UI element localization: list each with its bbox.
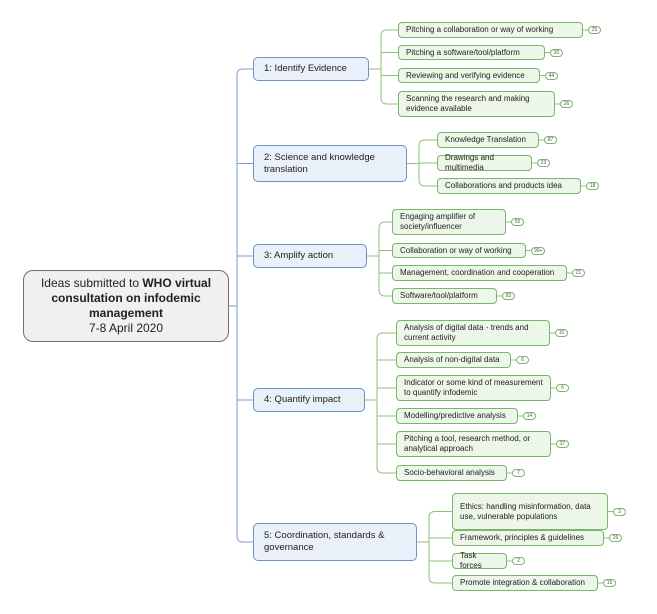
branch-topic-5[interactable]: 5: Coordination, standards & governance bbox=[253, 523, 417, 561]
leaf-topic-5-3[interactable]: Task forces bbox=[452, 551, 507, 570]
leaf-topic-4-4[interactable]: Modelling/predictive analysis bbox=[396, 408, 518, 424]
leaf-topic-1-4[interactable]: Scanning the research and making evidenc… bbox=[398, 91, 555, 117]
leaf-connector bbox=[378, 221, 392, 229]
leaf-topic-4-6[interactable]: Socio-behavioral analysis bbox=[396, 465, 507, 481]
leaf-connector bbox=[418, 139, 437, 147]
branch-connector bbox=[236, 68, 253, 76]
count-badge: 87 bbox=[544, 136, 557, 144]
leaf-topic-5-4[interactable]: Promote integration & collaboration bbox=[452, 575, 598, 591]
leaf-connector bbox=[376, 466, 396, 474]
count-badge: 14 bbox=[523, 412, 536, 420]
leaf-label: Management, coordination and cooperation bbox=[400, 268, 555, 277]
leaf-topic-2-2[interactable]: Drawings and multimedia bbox=[437, 153, 532, 172]
leaf-topic-4-1[interactable]: Analysis of digital data - trends and cu… bbox=[396, 320, 550, 346]
leaf-topic-3-3[interactable]: Management, coordination and cooperation bbox=[392, 265, 567, 281]
leaf-topic-3-2[interactable]: Collaboration or way of working bbox=[392, 243, 526, 258]
count-badge: 10 bbox=[555, 329, 568, 337]
root-date: 7-8 April 2020 bbox=[88, 321, 164, 335]
branch-label: 2: Science and knowledge translation bbox=[264, 151, 375, 175]
root-title-line1: Ideas submitted to bbox=[40, 276, 143, 290]
count-badge: 26 bbox=[560, 100, 573, 108]
leaf-label: Ethics: handling misinformation, data us… bbox=[460, 501, 591, 521]
leaf-label: Scanning the research and making evidenc… bbox=[406, 94, 530, 113]
leaf-label: Pitching a software/tool/platform bbox=[406, 47, 520, 57]
count-badge: 25 bbox=[588, 26, 601, 34]
branch-label: 1: Identify Evidence bbox=[264, 63, 347, 74]
leaf-connector bbox=[428, 511, 452, 518]
leaf-connector bbox=[376, 332, 396, 340]
branch-topic-4[interactable]: 4: Quantify impact bbox=[253, 388, 365, 412]
count-badge: 7 bbox=[512, 469, 525, 477]
root-title-line1-bold: WHO virtual bbox=[142, 276, 212, 290]
leaf-label: Analysis of non-digital data bbox=[404, 355, 500, 364]
leaf-label: Collaboration or way of working bbox=[400, 245, 512, 255]
leaf-label: Modelling/predictive analysis bbox=[404, 411, 506, 420]
count-badge: 3 bbox=[613, 507, 626, 516]
leaf-label: Collaborations and products idea bbox=[445, 181, 562, 190]
count-badge: 83 bbox=[502, 292, 515, 300]
leaf-topic-1-2[interactable]: Pitching a software/tool/platform bbox=[398, 45, 545, 60]
branch-label: 4: Quantify impact bbox=[264, 394, 341, 405]
count-badge: 23 bbox=[537, 159, 550, 167]
leaf-label: Engaging amplifier of society/influencer bbox=[400, 212, 476, 231]
root-topic[interactable]: Ideas submitted to WHO virtual consultat… bbox=[23, 270, 229, 342]
leaf-label: Knowledge Translation bbox=[445, 135, 526, 144]
count-badge: 6 bbox=[556, 384, 569, 392]
leaf-label: Socio-behavioral analysis bbox=[404, 468, 495, 477]
leaf-label: Reviewing and verifying evidence bbox=[406, 70, 525, 80]
leaf-connector bbox=[380, 29, 398, 37]
leaf-label: Promote integration & collaboration bbox=[460, 578, 585, 587]
count-badge: 20 bbox=[550, 48, 563, 57]
leaf-topic-3-1[interactable]: Engaging amplifier of society/influencer bbox=[392, 209, 506, 235]
leaf-topic-4-5[interactable]: Pitching a tool, research method, or ana… bbox=[396, 431, 551, 457]
count-badge: 26 bbox=[609, 534, 622, 542]
leaf-topic-3-4[interactable]: Software/tool/platform bbox=[392, 288, 497, 304]
leaf-topic-2-1[interactable]: Knowledge Translation bbox=[437, 132, 539, 148]
leaf-topic-5-1[interactable]: Ethics: handling misinformation, data us… bbox=[452, 493, 608, 530]
leaf-label: Drawings and multimedia bbox=[445, 153, 494, 172]
leaf-label: Software/tool/platform bbox=[400, 291, 478, 300]
leaf-topic-2-3[interactable]: Collaborations and products idea bbox=[437, 178, 581, 194]
count-badge: 21 bbox=[572, 269, 585, 277]
branch-topic-3[interactable]: 3: Amplify action bbox=[253, 244, 367, 268]
leaf-topic-1-1[interactable]: Pitching a collaboration or way of worki… bbox=[398, 22, 583, 38]
leaf-topic-1-3[interactable]: Reviewing and verifying evidence bbox=[398, 68, 540, 83]
leaf-connector bbox=[378, 289, 392, 297]
leaf-topic-4-2[interactable]: Analysis of non-digital data bbox=[396, 352, 511, 368]
leaf-topic-4-3[interactable]: Indicator or some kind of measurement to… bbox=[396, 375, 551, 401]
count-badge: 37 bbox=[556, 440, 569, 448]
branch-label: 5: Coordination, standards & governance bbox=[264, 530, 385, 553]
count-badge: 6 bbox=[516, 356, 529, 364]
root-title-line2: consultation on infodemic bbox=[51, 291, 201, 305]
count-badge: 15 bbox=[603, 579, 616, 587]
leaf-connector bbox=[418, 179, 437, 187]
leaf-label: Task forces bbox=[460, 551, 482, 570]
count-badge: 44 bbox=[545, 71, 558, 80]
count-badge: 99+ bbox=[531, 246, 546, 255]
leaf-connector bbox=[428, 576, 452, 584]
leaf-label: Analysis of digital data - trends and cu… bbox=[404, 323, 529, 342]
leaf-label: Indicator or some kind of measurement to… bbox=[404, 378, 543, 397]
leaf-topic-5-2[interactable]: Framework, principles & guidelines bbox=[452, 530, 604, 546]
branch-topic-2[interactable]: 2: Science and knowledge translation bbox=[253, 145, 407, 182]
count-badge: 18 bbox=[586, 182, 599, 190]
leaf-label: Pitching a collaboration or way of worki… bbox=[406, 25, 554, 34]
leaf-label: Pitching a tool, research method, or ana… bbox=[404, 434, 531, 453]
branch-topic-1[interactable]: 1: Identify Evidence bbox=[253, 57, 369, 81]
count-badge: 2 bbox=[512, 557, 525, 565]
branch-label: 3: Amplify action bbox=[264, 250, 334, 261]
root-title-line3: management bbox=[88, 306, 164, 320]
leaf-connector bbox=[380, 97, 398, 105]
count-badge: 55 bbox=[511, 218, 524, 226]
leaf-label: Framework, principles & guidelines bbox=[460, 533, 585, 542]
branch-connector bbox=[236, 535, 253, 543]
